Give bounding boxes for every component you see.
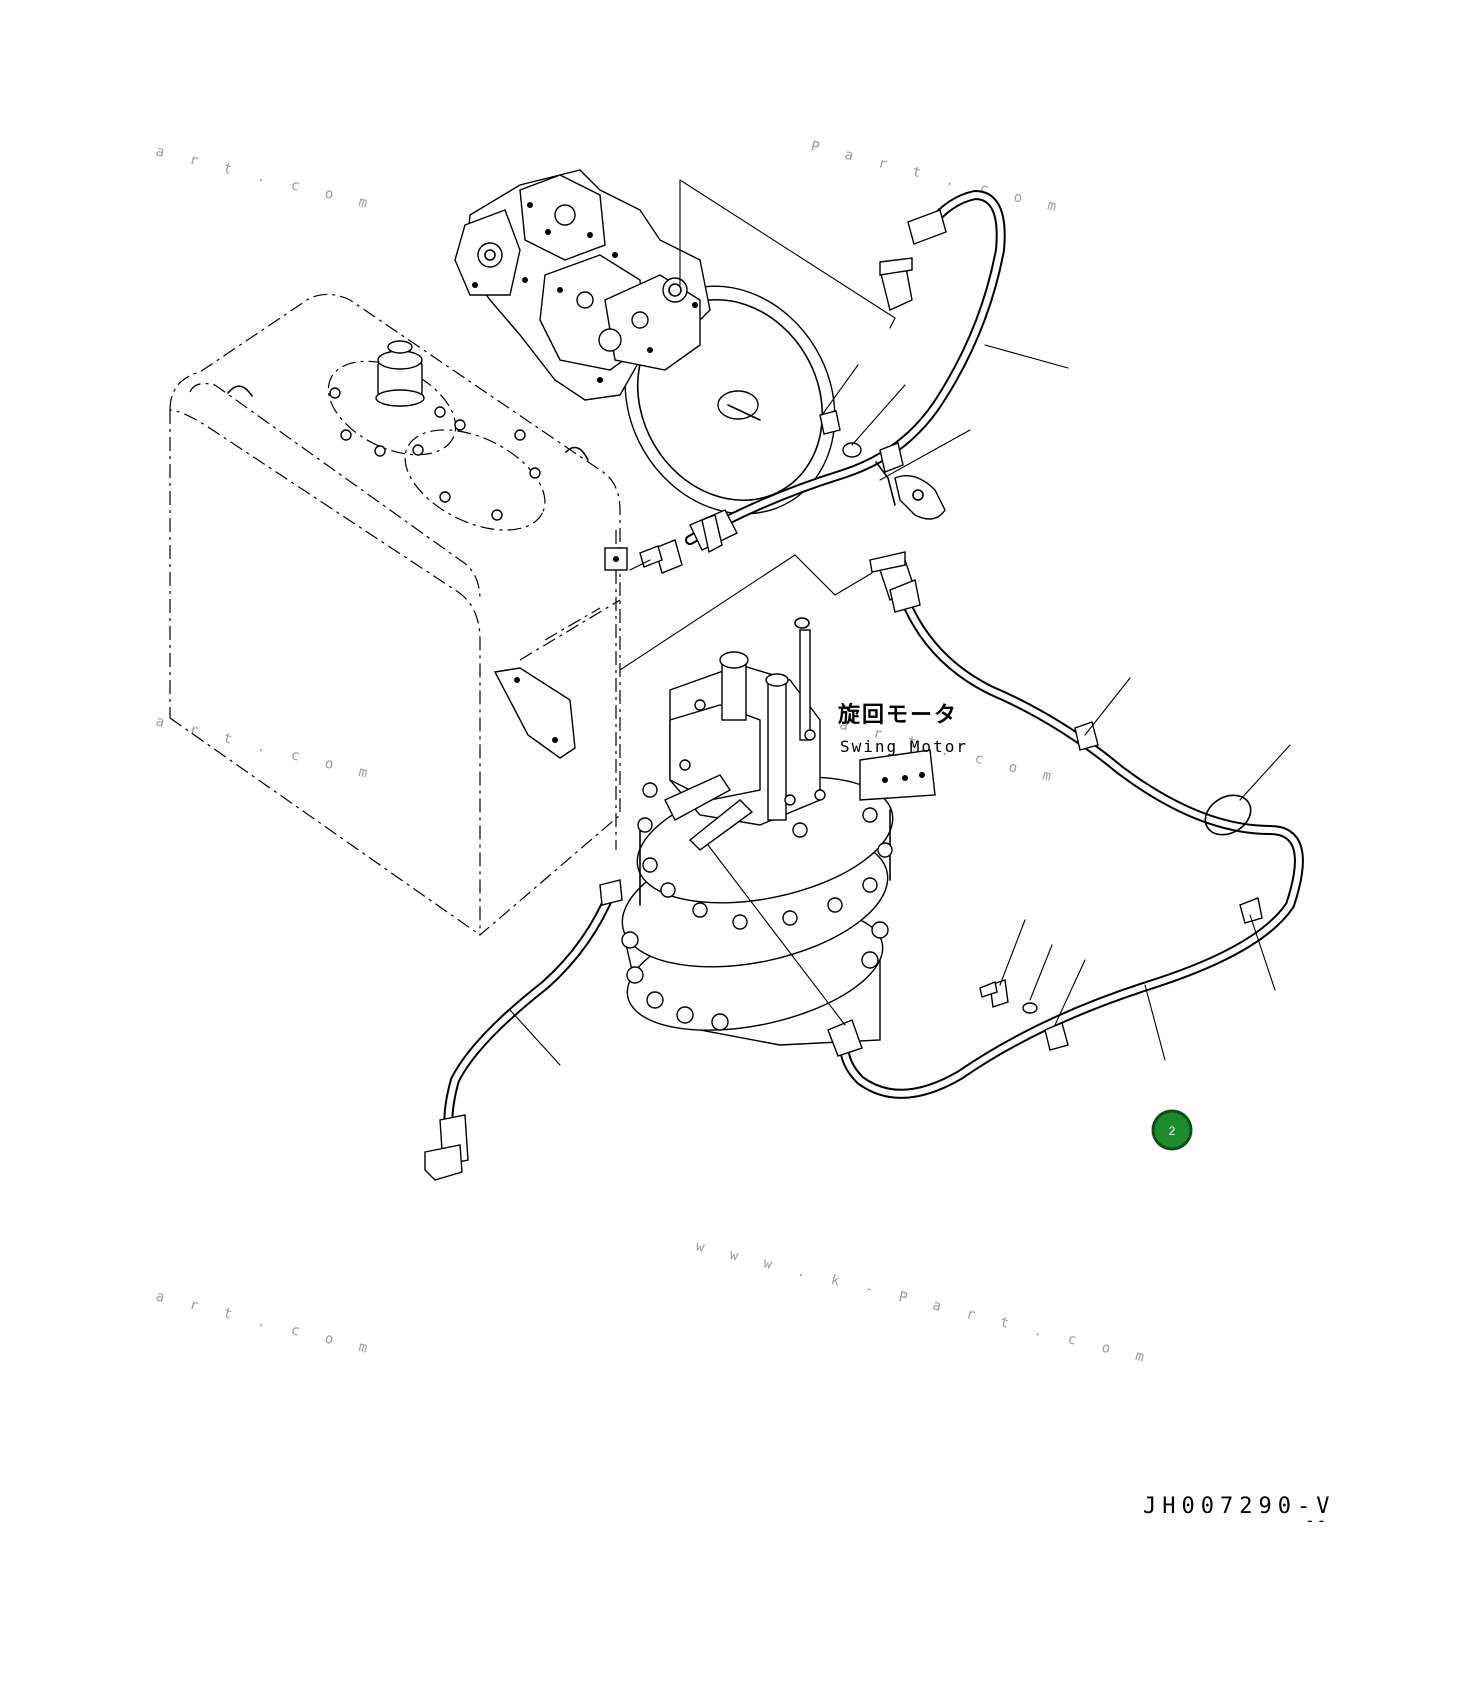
watermark-5: w w w . k - P a r t . c o m xyxy=(694,1238,1154,1367)
swing-motor xyxy=(621,617,936,1046)
drawing-code: JH007290-V xyxy=(1143,1494,1335,1519)
pump-fittings xyxy=(819,257,971,520)
swing-motor-label-en: Swing Motor xyxy=(840,737,968,756)
drawing-code-suffix: -- xyxy=(1305,1511,1328,1530)
watermark-2: P a r t . c o m xyxy=(809,138,1067,217)
callout-badge[interactable]: 2 xyxy=(1151,1109,1193,1151)
pump-bolts xyxy=(472,202,698,383)
main-pump xyxy=(454,169,896,515)
leader-motor-to-pump xyxy=(619,554,873,671)
left-hose xyxy=(424,879,623,1181)
swing-motor-label-jp: 旋回モータ xyxy=(838,702,958,728)
callout-number[interactable]: 2 xyxy=(1169,1124,1176,1138)
callout-circle[interactable] xyxy=(1151,1109,1193,1151)
watermark-1: a r t . c o m xyxy=(154,143,378,213)
right-hose xyxy=(707,551,1304,1099)
swing-motor-label: 旋回モータ Swing Motor xyxy=(838,702,968,756)
upper-hose xyxy=(629,190,1069,574)
breather-cap xyxy=(375,340,425,407)
motor-flange-bolts xyxy=(621,762,893,1031)
watermark-6: a r t . c o m xyxy=(154,1288,378,1358)
hydraulic-tank xyxy=(169,293,628,937)
watermark-3: a r t . c o m xyxy=(154,713,378,783)
tank-cover-bolts xyxy=(329,387,541,521)
